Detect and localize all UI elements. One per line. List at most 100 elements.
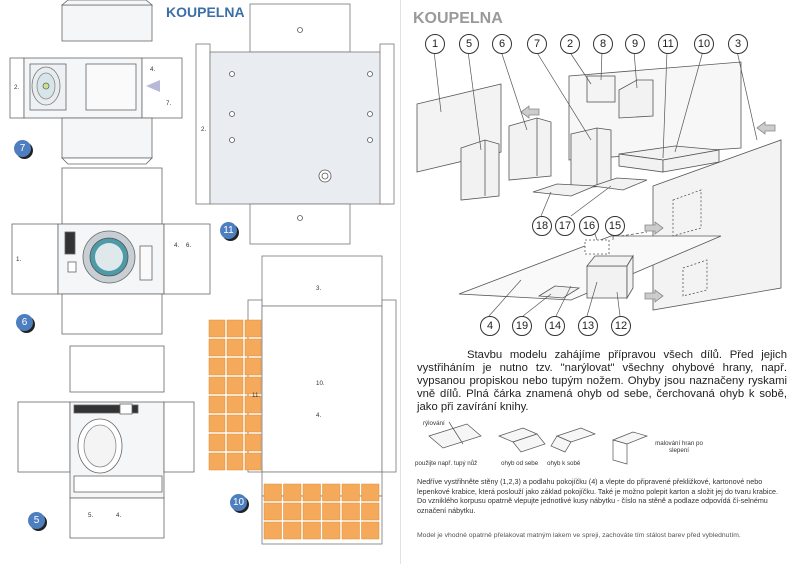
orange-tile (322, 483, 341, 502)
part-9 (618, 79, 654, 119)
orange-tile (226, 357, 244, 376)
left-page-title: KOUPELNA (166, 4, 245, 20)
part-7-washbasin (9, 0, 183, 165)
note-2: Do vzniklého korpusu opatrně vlepujte je… (417, 496, 768, 515)
intro-paragraph: Stavbu modelu zahájíme přípravou všech d… (417, 349, 787, 414)
callout-3: 3 (728, 34, 748, 54)
fold-label: 4. (150, 66, 156, 73)
fold-label: 4. (316, 412, 322, 419)
orange-tile (208, 319, 226, 338)
label-fold-in: ohyb k sobě (547, 460, 581, 467)
orange-tile (341, 521, 360, 540)
assembly-notes: Nedříve vystřihněte stěny (1,2,3) a podl… (417, 477, 789, 515)
orange-tile (244, 452, 262, 471)
part-5-dryer (17, 345, 195, 539)
callout-2: 2 (560, 34, 580, 54)
orange-tile (302, 502, 321, 521)
callout-16: 16 (579, 216, 599, 236)
label-rylovani: rýlování (423, 420, 445, 427)
orange-tile (322, 502, 341, 521)
orange-tile (208, 433, 226, 452)
orange-tile (226, 452, 244, 471)
orange-tile (244, 319, 262, 338)
fold-label: 5. (88, 512, 94, 519)
orange-tile (244, 357, 262, 376)
callout-15: 15 (605, 216, 625, 236)
part-13-box (586, 254, 634, 300)
callout-10: 10 (694, 34, 714, 54)
fold-label: 1. (16, 256, 22, 263)
callout-12: 12 (611, 316, 631, 336)
wall-3 (652, 139, 782, 311)
fold-label: 7. (166, 100, 172, 107)
label-tool: použijte např. tupý nůž (415, 460, 478, 467)
orange-tile (283, 502, 302, 521)
callout-11: 11 (658, 34, 678, 54)
orange-tile (322, 521, 341, 540)
label-glue: malování hran po slepení (655, 440, 703, 454)
orange-tile (208, 357, 226, 376)
footer-note: Model je vhodné opatrně přelakovat matný… (417, 532, 741, 539)
note-1: Nedříve vystřihněte stěny (1,2,3) a podl… (417, 477, 779, 496)
callout-14: 14 (545, 316, 565, 336)
orange-tile (226, 414, 244, 433)
technique-illustrations (428, 421, 649, 465)
cutout-drawings (9, 0, 397, 545)
callout-8: 8 (593, 34, 613, 54)
orange-tile (341, 483, 360, 502)
part-10-sink (618, 145, 720, 173)
orange-tile (361, 483, 380, 502)
orange-tile-grid (208, 319, 380, 540)
cabinet-6 (508, 117, 552, 181)
fold-label: 6. (186, 242, 192, 249)
callout-7: 7 (527, 34, 547, 54)
part-11-wall-panel (195, 3, 395, 245)
fold-label: 2. (201, 126, 207, 133)
orange-tile (361, 521, 380, 540)
callout-5: 5 (459, 34, 479, 54)
orange-tile (244, 433, 262, 452)
orange-tile (283, 521, 302, 540)
right-instruction-sheet: KOUPELNA (400, 0, 800, 564)
right-page-title: KOUPELNA (413, 10, 503, 27)
orange-tile (226, 376, 244, 395)
callout-18: 18 (532, 216, 552, 236)
fold-label: 4. (174, 242, 180, 249)
orange-tile (208, 452, 226, 471)
orange-tile (302, 483, 321, 502)
part-marker-7: 7 (14, 140, 31, 157)
cabinet-7 (570, 127, 612, 189)
part-marker-11: 11 (220, 222, 237, 239)
part-marker-5: 5 (28, 512, 45, 529)
orange-tile (341, 502, 360, 521)
cabinet-5 (460, 139, 500, 201)
orange-tile (208, 338, 226, 357)
callout-13: 13 (578, 316, 598, 336)
fold-label: 3. (316, 285, 322, 292)
orange-tile (226, 433, 244, 452)
assembly-diagram (416, 50, 782, 465)
orange-tile (208, 395, 226, 414)
orange-tile (226, 338, 244, 357)
intro-text: Stavbu modelu zahájíme přípravou všech d… (417, 349, 787, 413)
orange-tile (226, 319, 244, 338)
callout-17: 17 (555, 216, 575, 236)
callout-9: 9 (625, 34, 645, 54)
orange-tile (208, 376, 226, 395)
orange-tile (226, 395, 244, 414)
label-fold-out: ohyb od sebe (501, 460, 539, 467)
orange-tile (244, 414, 262, 433)
part-19 (537, 285, 581, 299)
orange-tile (263, 521, 282, 540)
callout-1: 1 (425, 34, 445, 54)
callout-6: 6 (492, 34, 512, 54)
orange-tile (263, 502, 282, 521)
callout-4: 4 (480, 316, 500, 336)
part-17 (592, 177, 648, 191)
part-18 (532, 183, 596, 197)
callout-19: 19 (512, 316, 532, 336)
orange-tile (283, 483, 302, 502)
part-14 (584, 239, 610, 255)
part-8 (586, 75, 616, 103)
fold-label: 10. (316, 380, 325, 387)
